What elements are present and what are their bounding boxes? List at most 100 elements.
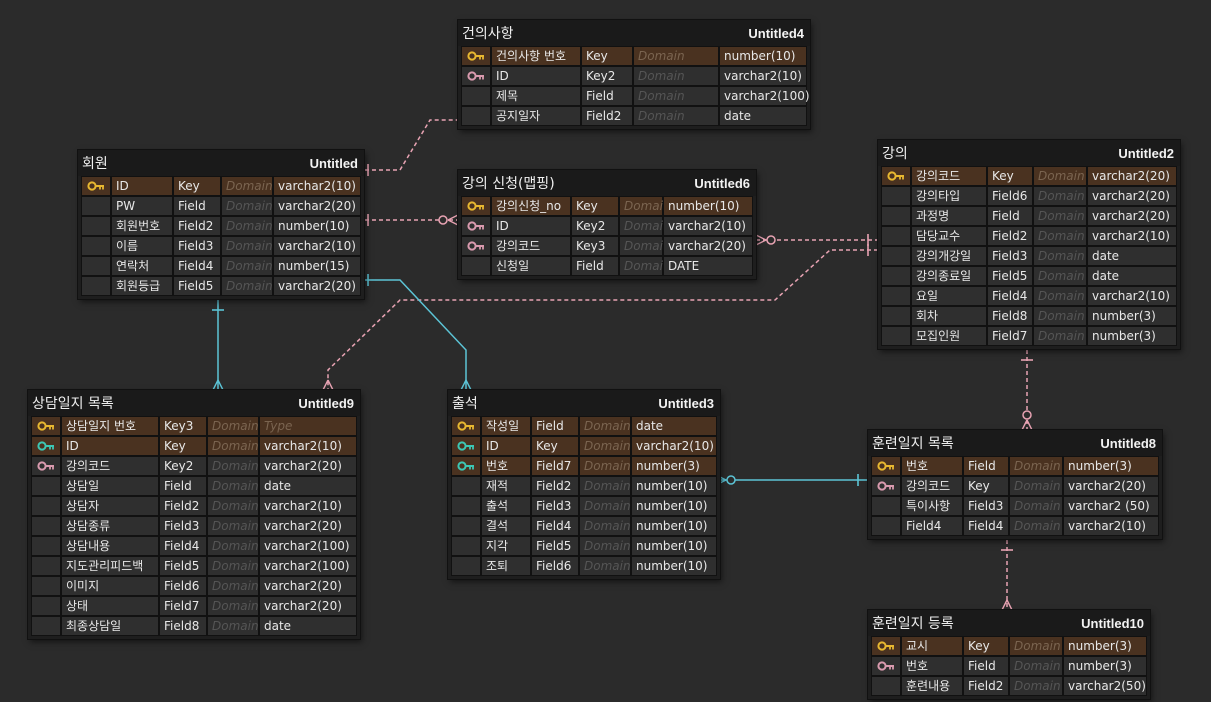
column-type: number(3)	[631, 456, 717, 476]
foreign-key-icon	[461, 236, 491, 256]
column-type: varchar2(20)	[1087, 186, 1177, 206]
column-name: ID	[491, 216, 571, 236]
column-type: varchar2(10)	[631, 436, 717, 456]
relationship-end-marker	[322, 379, 334, 391]
key-slot	[881, 206, 911, 226]
column-kind: Key	[987, 166, 1033, 186]
column-kind: Field4	[963, 516, 1009, 536]
column-domain: Domain	[221, 276, 273, 296]
column-kind: Field5	[531, 536, 579, 556]
entity-name: 출석	[452, 396, 478, 412]
key-slot	[451, 496, 481, 516]
column-domain: Domain	[1033, 186, 1087, 206]
column-kind: Field6	[987, 186, 1033, 206]
column-kind: Key	[963, 636, 1009, 656]
column-kind: Field	[963, 656, 1009, 676]
column-domain: Domain	[207, 476, 259, 496]
column-name: 강의종료일	[911, 266, 987, 286]
column-kind: Field4	[987, 286, 1033, 306]
column-domain: Domain	[1009, 676, 1063, 696]
key-slot	[871, 676, 901, 696]
primary-key-icon	[81, 176, 111, 196]
column-type: date	[259, 616, 357, 636]
column-type: number(3)	[1063, 656, 1147, 676]
key-slot	[31, 516, 61, 536]
foreign-key-icon	[31, 456, 61, 476]
column-type: number(15)	[273, 256, 361, 276]
column-domain: Domain	[633, 66, 719, 86]
column-name: 지각	[481, 536, 531, 556]
column-kind: Field5	[987, 266, 1033, 286]
entity-header[interactable]: 강의 신청(맵핑)Untitled6	[458, 170, 756, 196]
column-type: varchar2 (50)	[1063, 496, 1159, 516]
column-name: 연락처	[111, 256, 173, 276]
key-slot	[461, 86, 491, 106]
